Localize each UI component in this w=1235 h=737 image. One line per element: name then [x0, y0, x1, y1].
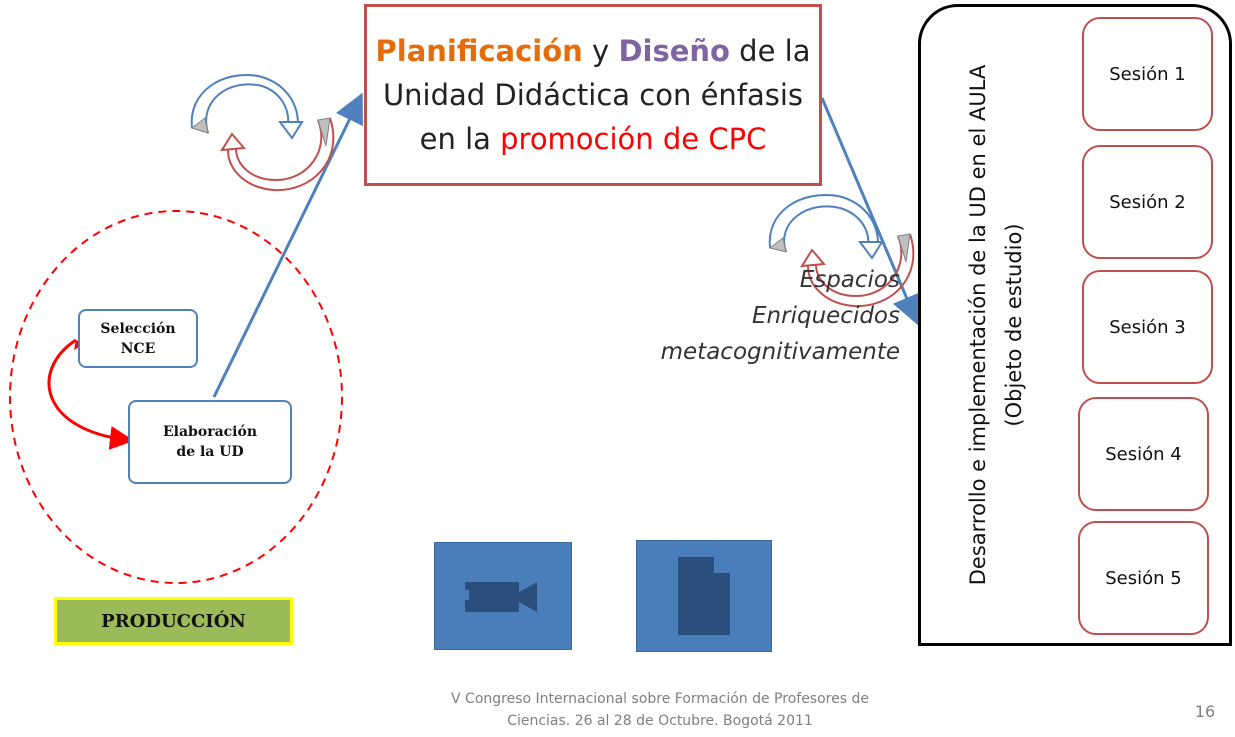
video-camera-icon [463, 582, 537, 612]
footer-text: V Congreso Internacional sobre Formación… [380, 688, 940, 732]
aula-vertical-line-1: Desarrollo e implementación de la UD en … [966, 64, 990, 586]
espacios-line-3: metacognitivamente [660, 339, 900, 365]
arrow-red-curve-seleccion-elaboracion [47, 338, 134, 450]
cycle-arrows-icon-left [190, 74, 335, 192]
cycle-arrows-icon-right [768, 194, 915, 308]
title-line-2: Unidad Didáctica con énfasis [382, 78, 804, 112]
title-line-3-prefix: en la [419, 122, 501, 156]
word-y: y [582, 34, 619, 68]
word-planificacion: Planificación [375, 34, 583, 68]
aula-vertical-label: Desarrollo e implementación de la UD en … [950, 15, 1042, 635]
sesion-2-box: Sesión 2 [1082, 145, 1213, 259]
elaboracion-ud-box: Elaboración de la UD [128, 400, 292, 484]
arrow-planificacion-to-aula [820, 97, 921, 326]
espacios-line-1: Espacios [799, 267, 900, 293]
sesion-3-box: Sesión 3 [1082, 270, 1213, 384]
espacios-line-2: Enriquecidos [752, 303, 900, 329]
word-diseno: Diseño [618, 34, 730, 68]
produccion-dashed-ellipse [9, 210, 343, 584]
footer-line-2: Ciencias. 26 al 28 de Octubre. Bogotá 20… [507, 713, 813, 729]
page-number: 16 [1194, 702, 1216, 721]
planificacion-diseno-box: Planificación y Diseño de la Unidad Didá… [364, 4, 822, 186]
arrow-elaboracion-to-planificacion [212, 92, 363, 398]
word-promocion-cpc: promoción de CPC [500, 122, 767, 156]
title-line-1-rest: de la [729, 34, 811, 68]
sesion-1-box: Sesión 1 [1082, 17, 1213, 131]
produccion-label: PRODUCCIÓN [54, 597, 293, 645]
title-line-3: en la promoción de CPC [420, 117, 767, 161]
aula-vertical-line-2: (Objeto de estudio) [1002, 223, 1026, 427]
title-line-1: Planificación y Diseño de la [376, 29, 811, 73]
document-tile[interactable] [636, 540, 772, 652]
sesion-5-box: Sesión 5 [1078, 521, 1209, 635]
video-tile[interactable] [434, 542, 572, 650]
sesion-4-box: Sesión 4 [1078, 397, 1209, 511]
seleccion-nce-box: Selección NCE [78, 309, 198, 368]
footer-line-1: V Congreso Internacional sobre Formación… [451, 691, 869, 707]
espacios-text: Espacios Enriquecidos metacognitivamente [610, 262, 900, 370]
document-icon [678, 557, 730, 635]
